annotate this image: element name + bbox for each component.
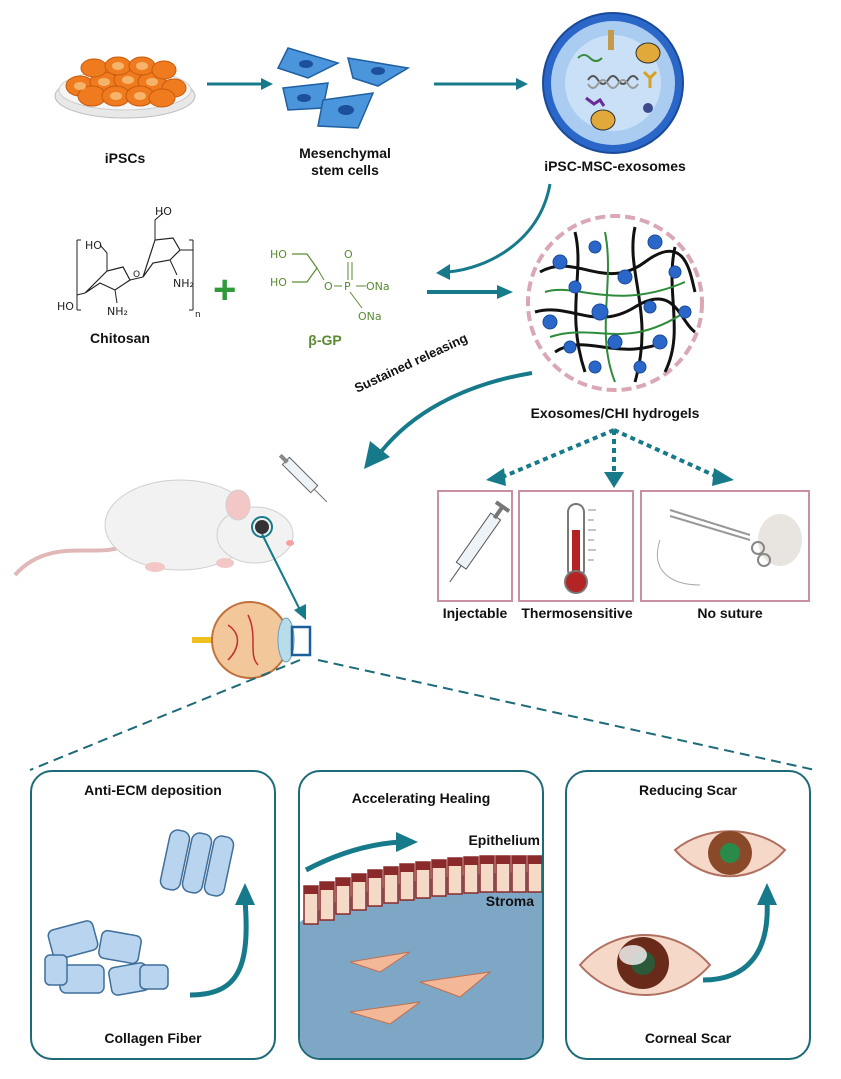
plus-sign: + (213, 268, 237, 312)
bgp-ona-1: ONa (366, 280, 390, 293)
msc-label-line2: stem cells (311, 162, 379, 178)
hydrogel-network (526, 214, 704, 392)
eye-anatomy (192, 601, 312, 679)
eyes-comparison (578, 830, 787, 996)
panel-anti-ecm (30, 770, 276, 1060)
thermosensitive-box (518, 490, 634, 602)
ipsc-illustration (54, 56, 196, 119)
collagen-fibers (44, 829, 255, 998)
syringe-icon (278, 453, 328, 503)
panel-healing (298, 770, 544, 1060)
epithelium-stroma-diagram (300, 832, 542, 1058)
healing-title: Accelerating Healing (351, 790, 491, 806)
collagen-label: Collagen Fiber (104, 1030, 202, 1046)
arrow-exosome-to-hydrogel (436, 183, 552, 280)
property-arrows (486, 428, 734, 488)
msc-label: Mesenchymal stem cells (280, 145, 410, 179)
bgp-label: β-GP (308, 332, 342, 348)
chitosan-ho-2: HO (155, 205, 172, 218)
exosomes-label: iPSC-MSC-exosomes (544, 158, 686, 174)
beta-gp-structure: HO HO O P O ONa ONa (270, 248, 390, 323)
corneal-label: Corneal Scar (644, 1030, 732, 1046)
mouse-illustration (13, 479, 294, 577)
arrow-ipsc-to-msc (207, 78, 273, 90)
injectable-label: Injectable (442, 605, 508, 621)
epithelium-label: Epithelium (468, 832, 540, 848)
stroma-label: Stroma (485, 893, 534, 909)
bgp-oxo: O (344, 248, 353, 261)
arrow-msc-to-exosome (434, 78, 528, 90)
chitosan-ho-3: HO (57, 300, 74, 313)
msc-label-line1: Mesenchymal (299, 145, 391, 161)
bgp-ho-1: HO (270, 248, 287, 261)
ipscs-label: iPSCs (104, 150, 146, 166)
reducing-title: Reducing Scar (638, 782, 738, 798)
arrow-chem-to-hydrogel (427, 285, 513, 299)
bgp-p: P (344, 280, 351, 293)
arrow-mouse-to-eye (261, 533, 306, 620)
chitosan-label: Chitosan (90, 330, 150, 346)
exosome-illustration (542, 12, 684, 154)
no-suture-label: No suture (697, 605, 763, 621)
chitosan-nh2-2: NH₂ (173, 277, 194, 290)
chitosan-o: O (133, 270, 140, 280)
bgp-ho-2: HO (270, 276, 287, 289)
chitosan-n: n (195, 310, 201, 320)
chitosan-nh2-1: NH₂ (107, 305, 128, 318)
bgp-ona-2: ONa (358, 310, 382, 323)
hydrogel-label: Exosomes/CHI hydrogels (530, 405, 700, 421)
anti-ecm-title: Anti-ECM deposition (84, 782, 222, 798)
thermo-label: Thermosensitive (521, 605, 633, 621)
no-suture-box (640, 490, 810, 602)
chitosan-ho-1: HO (85, 239, 102, 252)
chitosan-structure: HO HO NH₂ NH₂ HO n O (57, 205, 201, 320)
zoom-lines (29, 659, 816, 771)
sustained-release-arrow (364, 371, 533, 469)
bgp-o: O (324, 280, 333, 293)
panel-reducing-scar (565, 770, 811, 1060)
injectable-box (437, 490, 513, 602)
msc-illustration (276, 47, 411, 129)
